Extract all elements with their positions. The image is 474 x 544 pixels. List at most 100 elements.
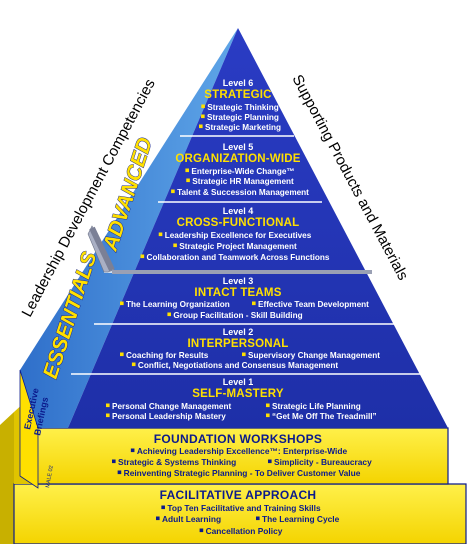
level-item: Collaboration and Teamwork Across Functi… xyxy=(140,253,330,262)
level-item: Strategic Thinking xyxy=(201,103,279,112)
level-item-text: Strategic HR Management xyxy=(192,177,294,186)
level-item: Talent & Succession Management xyxy=(171,188,309,197)
level-item-text: Strategic Marketing xyxy=(205,123,281,132)
pyramid-left-face xyxy=(20,28,238,428)
bullet xyxy=(199,124,203,129)
bullet xyxy=(186,178,190,183)
facilitative-item-text: Top Ten Facilitative and Training Skills xyxy=(167,503,321,513)
facilitative-item-text: Adult Learning xyxy=(162,514,221,524)
facilitative-slab xyxy=(0,412,467,544)
foundation-item: Strategic & Systems Thinking xyxy=(112,457,236,467)
level-item-text: Leadership Excellence for Executives xyxy=(165,231,312,240)
level-item: Strategic Life Planning xyxy=(266,402,361,411)
level-item: Strategic HR Management xyxy=(186,177,294,186)
foundation-item: Achieving Leadership Excellence™: Enterp… xyxy=(130,446,348,456)
bullet xyxy=(106,403,110,408)
facilitative-approach: FACILITATIVE APPROACH Top Ten Facilitati… xyxy=(156,488,340,536)
level-item: Personal Change Management xyxy=(106,402,231,411)
facilitative-item: Top Ten Facilitative and Training Skills xyxy=(161,503,321,513)
facilitative-title: FACILITATIVE APPROACH xyxy=(160,488,317,502)
level-item: “Get Me Off The Treadmill” xyxy=(266,412,377,421)
bullet xyxy=(185,168,189,173)
bullet xyxy=(156,516,160,521)
level-number: Level 4 xyxy=(223,206,254,216)
level-item: Group Facilitation - Skill Building xyxy=(167,311,303,320)
pyramid-front-face xyxy=(68,28,448,428)
level-item-text: “Get Me Off The Treadmill” xyxy=(272,412,377,421)
level-title: INTACT TEAMS xyxy=(194,287,281,299)
level-title: SELF-MASTERY xyxy=(192,388,284,400)
bullet xyxy=(171,189,175,194)
level-item: Effective Team Development xyxy=(252,300,369,309)
facilitative-item-text: The Learning Cycle xyxy=(262,514,340,524)
level-item-text: Talent & Succession Management xyxy=(177,188,309,197)
level-item-text: Supervisory Change Management xyxy=(248,351,380,360)
level-item: Strategic Planning xyxy=(201,113,279,122)
level-item-text: Conflict, Negotiations and Consensus Man… xyxy=(138,361,338,370)
level-number: Level 2 xyxy=(223,327,254,337)
level-title: CROSS-FUNCTIONAL xyxy=(177,217,300,229)
level-item-text: Personal Leadership Mastery xyxy=(112,412,226,421)
bullet xyxy=(106,413,110,418)
level-title: STRATEGIC xyxy=(204,89,271,101)
foundation-item-text: Reinventing Strategic Planning - To Deli… xyxy=(124,468,361,478)
bullet xyxy=(167,312,172,317)
bullet xyxy=(173,243,177,248)
level-item-text: Enterprise-Wide Change™ xyxy=(191,167,294,176)
level-item: Coaching for Results xyxy=(120,351,209,360)
facilitative-item: The Learning Cycle xyxy=(256,514,340,524)
level-item: Strategic Project Management xyxy=(173,242,297,251)
facilitative-item: Cancellation Policy xyxy=(199,526,283,536)
level-title: ORGANIZATION-WIDE xyxy=(175,153,300,165)
foundation-workshops: FOUNDATION WORKSHOPS Achieving Leadershi… xyxy=(112,432,372,478)
bullet xyxy=(158,232,163,237)
level-item: Personal Leadership Mastery xyxy=(106,412,226,421)
foundation-item: Reinventing Strategic Planning - To Deli… xyxy=(117,468,361,478)
foundation-item: Simplicity - Bureaucracy xyxy=(268,457,372,467)
foundation-item-text: Achieving Leadership Excellence™: Enterp… xyxy=(137,446,348,456)
bullet xyxy=(268,459,272,464)
level-number: Level 3 xyxy=(223,276,254,286)
bullet xyxy=(201,114,205,119)
level-item-text: Effective Team Development xyxy=(258,300,369,309)
level-item: Conflict, Negotiations and Consensus Man… xyxy=(131,361,338,370)
bullet xyxy=(120,301,124,306)
bullet xyxy=(140,254,145,259)
corner-mark: MALE 02 xyxy=(45,465,55,488)
bullet xyxy=(112,459,116,464)
level-number: Level 5 xyxy=(223,142,254,152)
level-item-text: Strategic Planning xyxy=(207,113,279,122)
bullet xyxy=(117,470,122,475)
bullet xyxy=(266,403,270,408)
level-item-text: Collaboration and Teamwork Across Functi… xyxy=(147,253,330,262)
foundation-title: FOUNDATION WORKSHOPS xyxy=(154,432,322,446)
executive-briefings-panel xyxy=(19,369,39,489)
level-item: Enterprise-Wide Change™ xyxy=(185,167,295,176)
level-item-text: Group Facilitation - Skill Building xyxy=(173,311,302,320)
level-item-text: Strategic Thinking xyxy=(207,103,278,112)
level-item-text: The Learning Organization xyxy=(126,300,230,309)
level-title: INTERPERSONAL xyxy=(188,338,289,350)
bullet xyxy=(120,352,124,357)
level-item-text: Strategic Life Planning xyxy=(272,402,361,411)
bullet xyxy=(130,448,135,453)
bullet xyxy=(266,413,270,418)
bullet xyxy=(131,362,136,367)
foundation-item-text: Strategic & Systems Thinking xyxy=(118,457,236,467)
bullet xyxy=(256,516,260,521)
bullet xyxy=(252,301,256,306)
level-item: Supervisory Change Management xyxy=(242,351,380,360)
level-item: Strategic Marketing xyxy=(199,123,281,132)
level-item-text: Coaching for Results xyxy=(126,351,209,360)
level-item-text: Strategic Project Management xyxy=(179,242,297,251)
bullet xyxy=(242,352,246,357)
level-item-text: Personal Change Management xyxy=(112,402,231,411)
